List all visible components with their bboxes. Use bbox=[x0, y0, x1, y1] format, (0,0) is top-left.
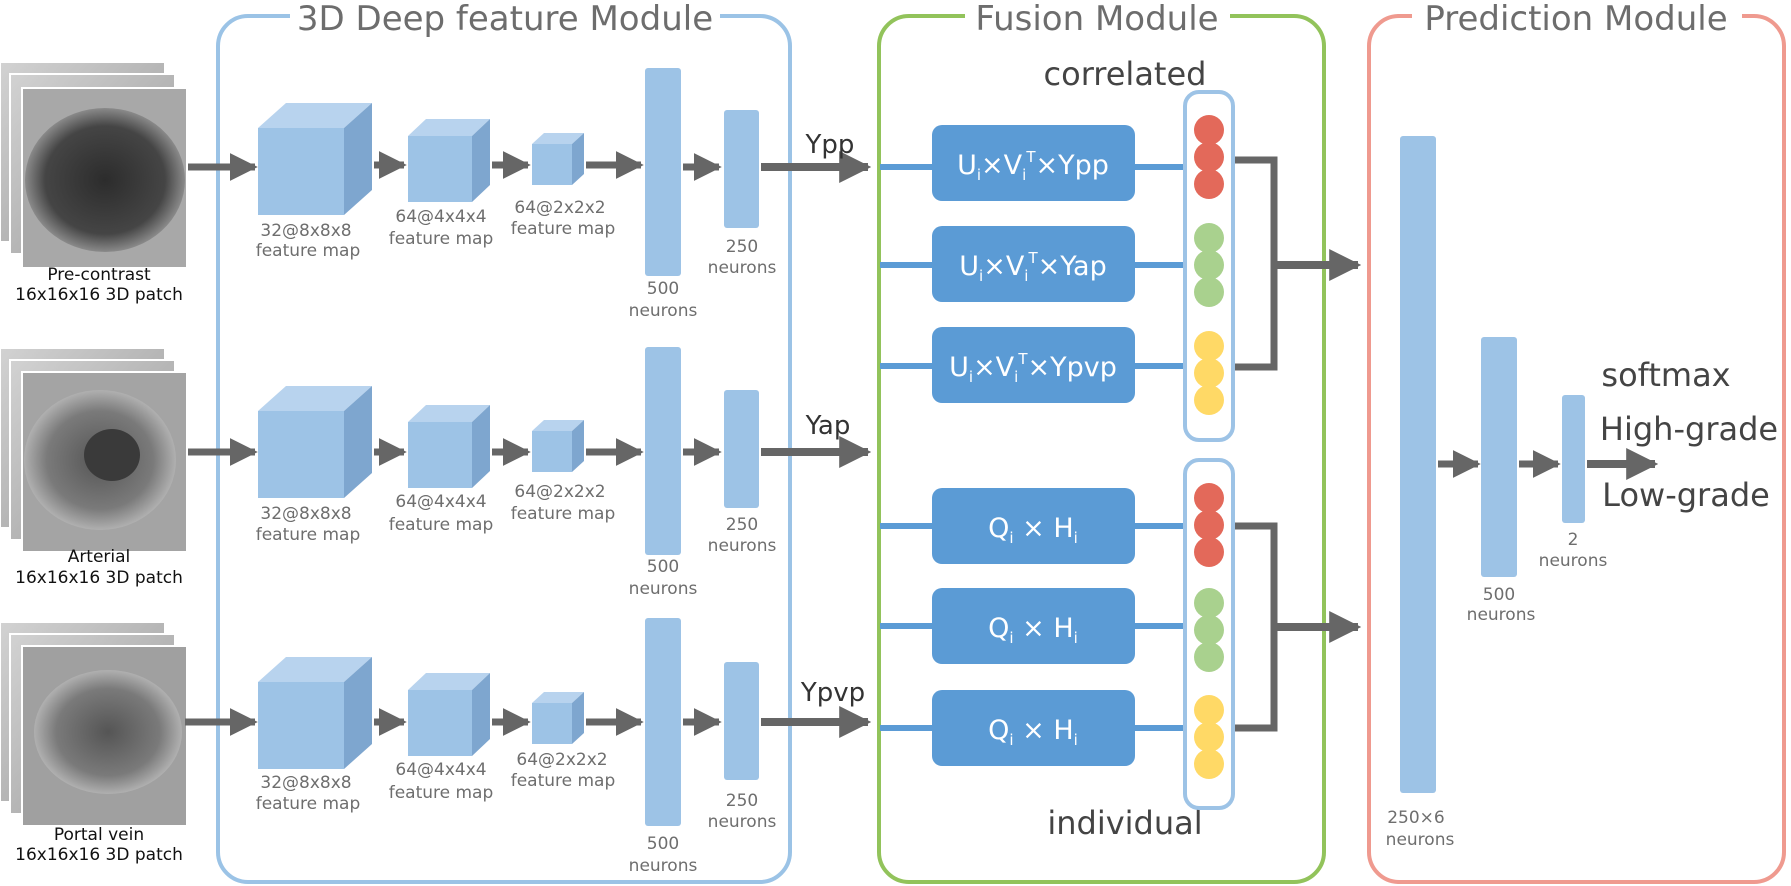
fc1-count: 500 bbox=[647, 834, 679, 854]
map1-dims: 32@8x8x8 bbox=[260, 504, 351, 524]
feature-cube-64a bbox=[408, 119, 490, 202]
fusion-module: Fusion Module bbox=[877, 0, 1326, 884]
map1-dims: 32@8x8x8 bbox=[260, 773, 351, 793]
fc2-count: 250 bbox=[726, 515, 758, 535]
feature-cube-64b bbox=[532, 420, 584, 472]
fc-layer-1500 bbox=[1400, 136, 1436, 793]
patch-name: Portal vein bbox=[54, 825, 144, 845]
map1-caption: feature map bbox=[256, 241, 361, 261]
fc-layer-500 bbox=[645, 68, 681, 276]
svg-text:Qi × Hi: Qi × Hi bbox=[988, 513, 1078, 547]
map2-caption: feature map bbox=[389, 515, 494, 535]
feature-cube-32 bbox=[258, 386, 372, 498]
correlated-label: correlated bbox=[1044, 55, 1207, 93]
feature-cube-64b bbox=[532, 692, 584, 744]
fc-layer-500 bbox=[645, 347, 681, 555]
feature-cube-64a bbox=[408, 673, 490, 756]
fusion-content: correlated individual Ui×ViT×Ypp Ui×ViT×… bbox=[880, 55, 1362, 842]
fc-layer-500-caption: neurons bbox=[1467, 605, 1536, 625]
fc1-count: 500 bbox=[647, 557, 679, 577]
fc1-count: 500 bbox=[647, 279, 679, 299]
fc-layer-2-caption: neurons bbox=[1539, 551, 1608, 571]
map1-dims: 32@8x8x8 bbox=[260, 221, 351, 241]
fusion-box-individual-3: Qi × Hi bbox=[932, 690, 1135, 766]
fc-layer-2-count: 2 bbox=[1568, 530, 1579, 550]
svg-text:Ui×ViT×Ypp: Ui×ViT×Ypp bbox=[957, 148, 1109, 184]
fc1-caption: neurons bbox=[629, 579, 698, 599]
fc-layer-1500-count: 250×6 bbox=[1387, 808, 1445, 828]
map3-caption: feature map bbox=[511, 771, 616, 791]
fc2-caption: neurons bbox=[708, 536, 777, 556]
fc-layer-2 bbox=[1562, 395, 1585, 523]
svg-text:Qi × Hi: Qi × Hi bbox=[988, 613, 1078, 647]
patch-size: 16x16x16 3D patch bbox=[15, 568, 183, 588]
map2-caption: feature map bbox=[389, 229, 494, 249]
patch-name: Pre-contrast bbox=[47, 265, 151, 285]
map3-dims: 64@2x2x2 bbox=[514, 482, 605, 502]
map1-caption: feature map bbox=[256, 794, 361, 814]
fc1-caption: neurons bbox=[629, 301, 698, 321]
fc-layer-500-count: 500 bbox=[1483, 585, 1515, 605]
fc-layer-250 bbox=[724, 110, 759, 228]
patch-size: 16x16x16 3D patch bbox=[15, 285, 183, 305]
fc-layer-250 bbox=[724, 662, 759, 780]
patch-size: 16x16x16 3D patch bbox=[15, 845, 183, 865]
correlated-feature-column bbox=[1183, 90, 1235, 442]
output-label: Ypp bbox=[805, 130, 855, 160]
feature-cube-64b bbox=[532, 133, 584, 185]
individual-feature-column bbox=[1183, 458, 1235, 810]
map2-caption: feature map bbox=[389, 783, 494, 803]
prediction-module-title: Prediction Module bbox=[1424, 0, 1727, 39]
mri-patch-image bbox=[0, 347, 188, 553]
map3-caption: feature map bbox=[511, 219, 616, 239]
branch-portal-vein: Portal vein 16x16x16 3D patch Ypvp 32@8x… bbox=[0, 618, 872, 876]
feature-cube-32 bbox=[258, 657, 372, 769]
fc-layer-500 bbox=[1481, 337, 1517, 577]
fc2-count: 250 bbox=[726, 791, 758, 811]
branch-arterial: Arterial 16x16x16 3D patch Yap 32@8x8x8 … bbox=[0, 347, 872, 599]
high-grade-label: High-grade bbox=[1600, 410, 1778, 448]
svg-text:Ui×ViT×Ypvp: Ui×ViT×Ypvp bbox=[949, 350, 1117, 386]
map2-dims: 64@4x4x4 bbox=[395, 207, 486, 227]
svg-text:Qi × Hi: Qi × Hi bbox=[988, 715, 1078, 749]
fc2-caption: neurons bbox=[708, 812, 777, 832]
fusion-module-title: Fusion Module bbox=[975, 0, 1218, 39]
map3-dims: 64@2x2x2 bbox=[516, 750, 607, 770]
fc2-count: 250 bbox=[726, 237, 758, 257]
output-label: Ypvp bbox=[800, 678, 865, 708]
svg-text:Ui×ViT×Yap: Ui×ViT×Yap bbox=[959, 249, 1106, 285]
fc1-caption: neurons bbox=[629, 856, 698, 876]
fusion-box-correlated-ypvp: Ui×ViT×Ypvp bbox=[932, 327, 1135, 403]
feature-cube-64a bbox=[408, 405, 490, 488]
feature-cube-32 bbox=[258, 103, 372, 215]
map2-dims: 64@4x4x4 bbox=[395, 760, 486, 780]
softmax-label: softmax bbox=[1601, 356, 1730, 394]
low-grade-label: Low-grade bbox=[1602, 476, 1770, 514]
patch-name: Arterial bbox=[68, 547, 131, 567]
map1-caption: feature map bbox=[256, 525, 361, 545]
fusion-box-correlated-yap: Ui×ViT×Yap bbox=[932, 226, 1135, 302]
map3-dims: 64@2x2x2 bbox=[514, 198, 605, 218]
deep-module-title: 3D Deep feature Module bbox=[297, 0, 713, 39]
prediction-module: Prediction Module bbox=[1367, 0, 1786, 884]
branch-pre-contrast: Pre-contrast 16x16x16 3D patch Ypp 32@8x… bbox=[0, 61, 872, 321]
fusion-box-correlated-ypp: Ui×ViT×Ypp bbox=[932, 125, 1135, 201]
fc-layer-500 bbox=[645, 618, 681, 826]
fc2-caption: neurons bbox=[708, 258, 777, 278]
map3-caption: feature map bbox=[511, 504, 616, 524]
prediction-content: 250×6 neurons 500 neurons 2 neurons soft… bbox=[1386, 136, 1778, 850]
fusion-box-individual-2: Qi × Hi bbox=[932, 588, 1135, 664]
mri-patch-image bbox=[0, 61, 188, 269]
fc-layer-1500-caption: neurons bbox=[1386, 830, 1455, 850]
fusion-box-individual-1: Qi × Hi bbox=[932, 488, 1135, 564]
mri-patch-image bbox=[0, 621, 188, 827]
individual-merge-bracket bbox=[1235, 522, 1362, 732]
correlated-merge-bracket bbox=[1235, 156, 1362, 371]
deep-feature-module: 3D Deep feature Module bbox=[216, 0, 792, 884]
output-label: Yap bbox=[805, 411, 851, 441]
map2-dims: 64@4x4x4 bbox=[395, 492, 486, 512]
individual-label: individual bbox=[1047, 804, 1202, 842]
fc-layer-250 bbox=[724, 390, 759, 508]
